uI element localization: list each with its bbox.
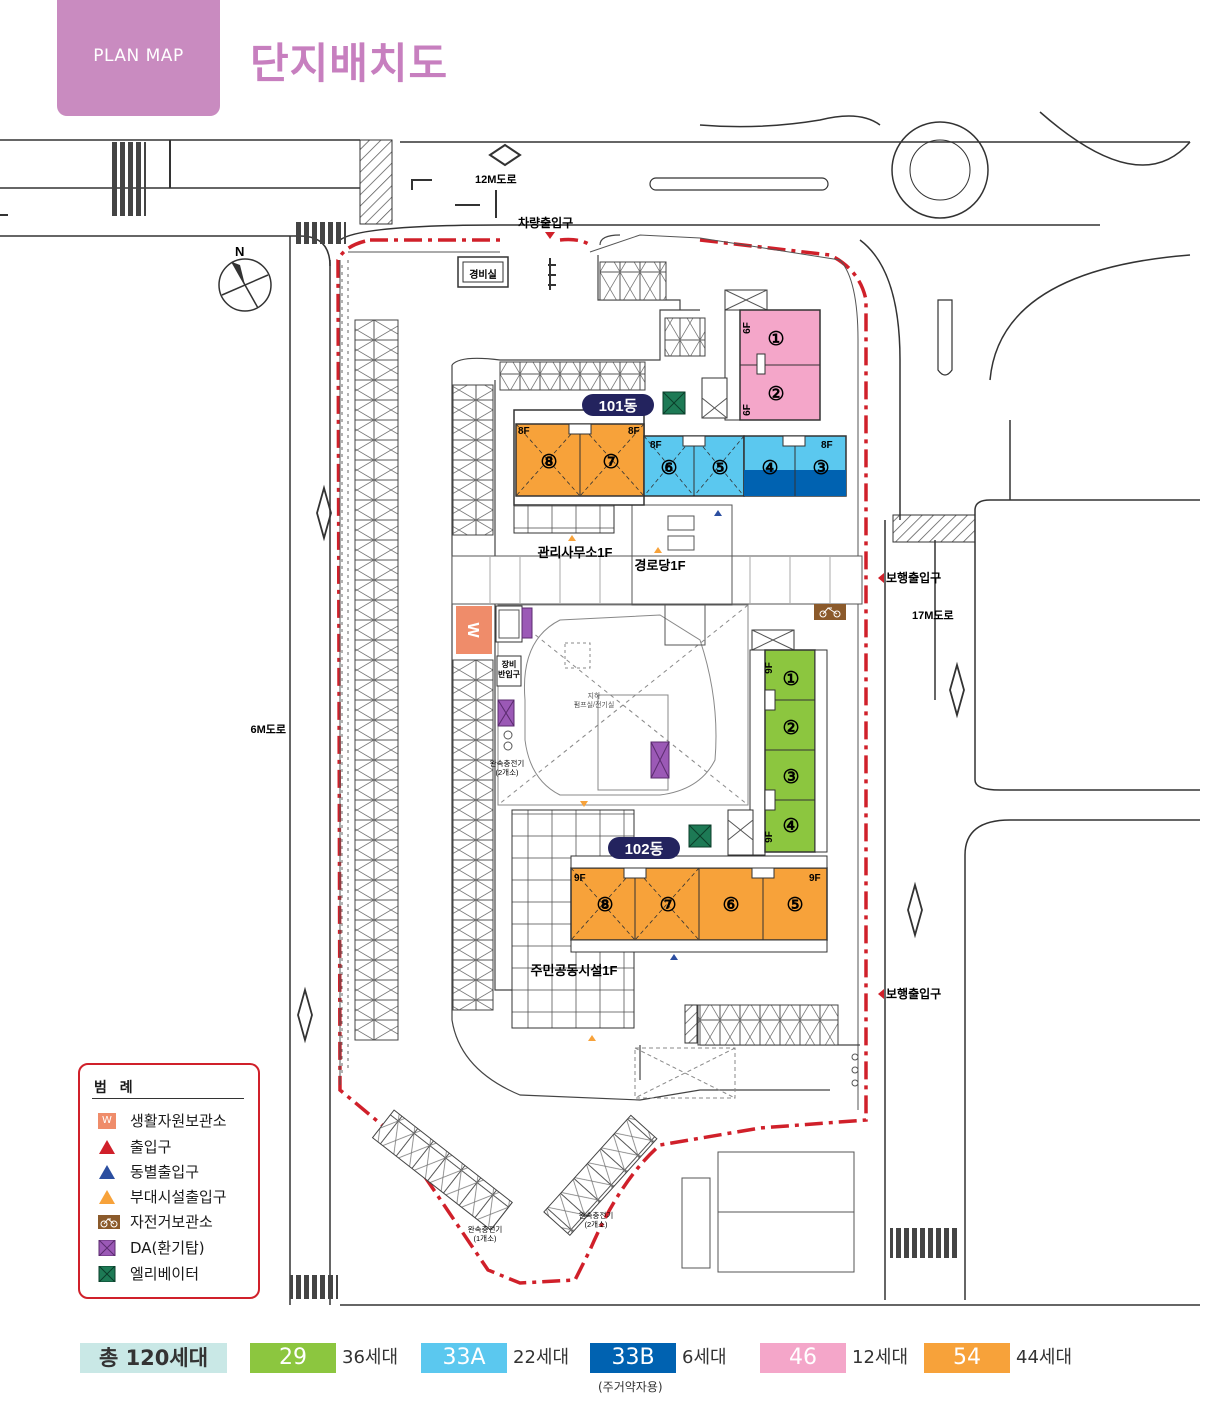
road-label-right: 17M도로 — [912, 609, 954, 622]
bicycle-icon — [98, 1215, 120, 1229]
plan-map-label: PLAN MAP — [93, 46, 184, 66]
unit-101-33a-5: ⑤ — [711, 458, 728, 479]
charger-label-b: 완속충전기(1개소) — [468, 1224, 503, 1243]
legend-label-facility-entrance: 부대시설출입구 — [130, 1188, 227, 1206]
orange-triangle-icon — [99, 1190, 115, 1204]
unit-101-54-7: ⑦ — [602, 452, 619, 473]
blue-triangle-icon — [99, 1165, 115, 1179]
legend: 범 례 W 생활자원보관소 출입구 동별출입구 부대시설출입구 자전거보관소 D… — [78, 1063, 260, 1299]
pump-line2: 펌프실/전기실 — [574, 700, 615, 709]
unit-102-54-7: ⑦ — [659, 895, 676, 916]
building-102-label: 102동 — [625, 841, 664, 858]
building-102-tag — [608, 837, 680, 859]
type-33a-count: 22세대 — [513, 1347, 570, 1368]
floor-101-54-right: 8F — [628, 426, 640, 437]
unit-101-54-8: ⑧ — [540, 452, 557, 473]
unit-102-54-8: ⑧ — [596, 895, 613, 916]
type-33b-note: (주거약자용) — [598, 1380, 663, 1394]
unit-102-54-5: ⑤ — [786, 895, 803, 916]
legend-label-building-entrance: 동별출입구 — [130, 1163, 200, 1181]
floor-102-54-left: 9F — [574, 873, 586, 884]
road-label-left: 6M도로 — [250, 723, 286, 736]
type-54-count: 44세대 — [1016, 1347, 1073, 1368]
north-label: N — [235, 244, 244, 259]
vehicle-entrance-label: 차량출입구 — [518, 215, 573, 230]
legend-label-elevator: 엘리베이터 — [130, 1265, 200, 1283]
legend-label-bicycle: 자전거보관소 — [130, 1213, 213, 1231]
charger-label-a: 완속충전기(2개소) — [490, 758, 525, 777]
floor-102-54-right: 9F — [809, 873, 821, 884]
floor-101-46-bottom: 6F — [742, 404, 753, 416]
vehicle-entrance-marker — [545, 232, 555, 239]
floor-102-29-bottom: 9F — [764, 831, 775, 843]
legend-label-recycle: 생활자원보관소 — [130, 1112, 227, 1130]
type-54-badge: 54 — [924, 1343, 1010, 1373]
recycle-icon: W — [98, 1113, 116, 1129]
guard-label: 경비실 — [469, 268, 497, 281]
parking-diagonal-right — [543, 1114, 658, 1237]
unit-101-33b-4: ④ — [761, 458, 778, 479]
unit-102-54-6: ⑥ — [722, 895, 739, 916]
site-boundary — [336, 237, 868, 1285]
type-46-badge: 46 — [760, 1343, 846, 1373]
charger-label-c: 완속충전기(2개소) — [579, 1210, 614, 1229]
floor-101-33-left: 8F — [650, 440, 662, 451]
parking-inner-bottom — [452, 659, 494, 1011]
legend-label-entrance: 출입구 — [130, 1138, 172, 1156]
elevator-icon — [98, 1266, 116, 1282]
plan-map-tab: PLAN MAP — [57, 0, 220, 116]
unit-102-29-3: ③ — [782, 767, 799, 788]
unit-101-46-1: ① — [767, 329, 784, 350]
site-plan-map: 12M도로 6M도로 17M도로 N — [0, 111, 1200, 1306]
management-office-label: 관리사무소1F — [538, 545, 613, 560]
unit-102-29-1: ① — [782, 669, 799, 690]
da-icon — [98, 1240, 116, 1256]
parking-diagonal-left — [371, 1109, 513, 1231]
entrance-markers — [568, 510, 722, 1041]
community-facility-label: 주민공동시설1F — [531, 963, 618, 978]
recycle-letter: W — [464, 622, 481, 638]
floor-102-29-top: 9F — [764, 662, 775, 674]
page-title: 단지배치도 — [250, 39, 449, 88]
floor-101-54-left: 8F — [518, 426, 530, 437]
unit-101-33a-6: ⑥ — [660, 458, 677, 479]
pump-line1: 지하 — [588, 691, 601, 700]
unit-102-29-4: ④ — [782, 816, 799, 837]
parking-bottom-row — [697, 1004, 839, 1046]
type-33b-badge: 33B — [590, 1343, 676, 1373]
road-label-top: 12M도로 — [475, 173, 517, 186]
unit-101-46-2: ② — [767, 384, 784, 405]
legend-title: 범 례 — [94, 1080, 137, 1096]
unit-29-block — [764, 649, 816, 853]
recycle-storage — [456, 606, 492, 654]
parking-inner-top — [452, 384, 494, 536]
pedestrian-entrance-1: 보행출입구 — [886, 570, 941, 585]
total-households: 총 120세대 — [80, 1343, 227, 1373]
building-102: 102동 — [511, 629, 828, 1029]
building-101-label: 101동 — [599, 398, 638, 415]
parking-top-row — [499, 361, 646, 391]
type-46-count: 12세대 — [852, 1347, 909, 1368]
pedestrian-entrance-2: 보행출입구 — [886, 986, 941, 1001]
building-101: 101동 — [513, 289, 847, 534]
type-29-count: 36세대 — [342, 1347, 399, 1368]
floor-101-46-top: 6F — [742, 322, 753, 334]
parking-left-column — [354, 319, 399, 1041]
unit-101-33b-3: ③ — [812, 458, 829, 479]
type-33b-count: 6세대 — [682, 1347, 727, 1368]
bicycle-storage — [814, 604, 846, 620]
north-arrow: N — [218, 244, 272, 312]
legend-label-da: DA(환기탑) — [130, 1239, 205, 1257]
senior-center-label: 경로당1F — [634, 558, 685, 573]
unit-102-29-2: ② — [782, 718, 799, 739]
type-29-badge: 29 — [250, 1343, 336, 1373]
red-triangle-icon — [99, 1140, 115, 1154]
parking-entry-row — [599, 261, 667, 301]
floor-101-33-right: 8F — [821, 440, 833, 451]
legend-divider — [92, 1098, 244, 1099]
type-33a-badge: 33A — [421, 1343, 507, 1373]
building-101-tag — [582, 394, 654, 416]
